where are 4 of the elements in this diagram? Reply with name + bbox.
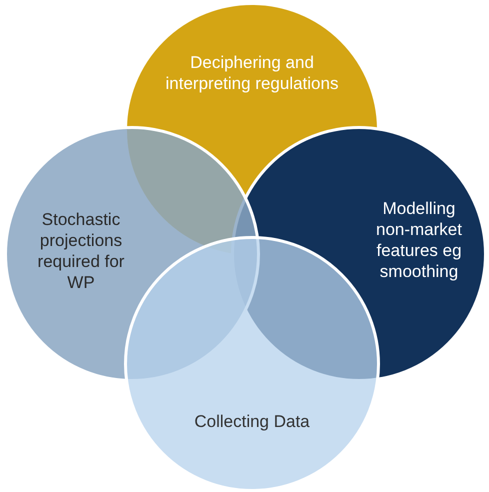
circle-label: Modelling non-market features eg smoothing [375,198,463,282]
circle-label: Deciphering and interpreting regulations [164,52,340,94]
circle-label: Collecting Data [193,411,311,432]
circle-label: Stochastic projections required for WP [36,209,126,293]
